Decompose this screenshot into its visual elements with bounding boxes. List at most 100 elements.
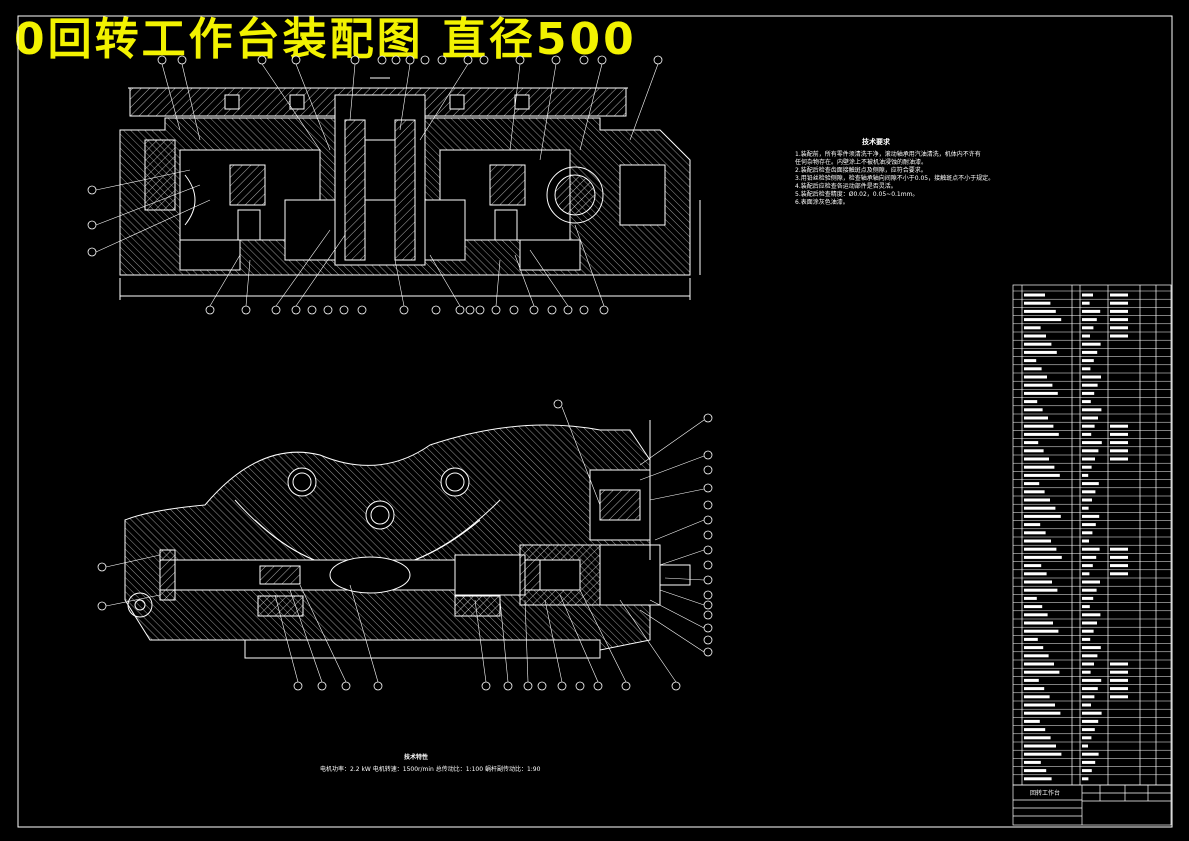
parts-list-cell-text <box>1082 605 1090 609</box>
parts-list-cell-text <box>1024 293 1045 297</box>
parts-list-cell-text <box>1082 359 1094 363</box>
parts-list-cell-text <box>1082 367 1091 371</box>
parts-list-cell-text <box>1024 736 1051 740</box>
parts-list-cell-text <box>1024 531 1046 535</box>
parts-list-cell-text <box>1082 523 1096 527</box>
parts-list-cell-text <box>1110 293 1128 297</box>
parts-list-cell-text <box>1082 432 1092 436</box>
parts-list-cell-text <box>1024 473 1060 477</box>
parts-list-cell-text <box>1024 424 1054 428</box>
parts-list-cell-text <box>1024 309 1056 313</box>
parts-list-cell-text <box>1082 342 1101 346</box>
parts-list-cell-text <box>1024 670 1060 674</box>
leader-lines-top <box>95 63 659 307</box>
parts-list-cell-text <box>1110 424 1128 428</box>
parts-list-cell-text <box>1082 309 1101 313</box>
parts-list-cell-text <box>1024 523 1041 527</box>
parts-list-cell-marks <box>1024 293 1128 781</box>
parts-list-cell-text <box>1024 580 1052 584</box>
parts-list-cell-text <box>1082 391 1095 395</box>
parts-list-cell-text <box>1024 605 1043 609</box>
parts-list-cell-text <box>1082 744 1088 748</box>
parts-list-cell-text <box>1082 637 1091 641</box>
parts-list-cell-text <box>1110 318 1128 322</box>
parts-list-cell-text <box>1024 432 1059 436</box>
parts-list-cell-text <box>1082 678 1102 682</box>
parts-list-cell-text <box>1110 449 1128 453</box>
parts-list-cell-text <box>1082 736 1092 740</box>
parts-list-cell-text <box>1024 711 1061 715</box>
parts-list-cell-text <box>1082 293 1093 297</box>
parts-list-cell-text <box>1024 359 1037 363</box>
parts-list-cell-text <box>1024 596 1037 600</box>
bottom-note: 电机功率：2.2 kW 电机转速：1500r/min 总传动比：1:100 蜗杆… <box>320 766 541 773</box>
parts-list-cell-text <box>1110 670 1128 674</box>
parts-list-cell-text <box>1082 760 1096 764</box>
parts-list-cell-text <box>1110 301 1128 305</box>
parts-list-cell-text <box>1024 621 1053 625</box>
parts-list-cell-text <box>1024 646 1044 650</box>
parts-list-cell-text <box>1110 547 1128 551</box>
technical-note-line: 2.装配后检查齿面接触斑点及侧隙，应符合要求。 <box>795 167 927 174</box>
parts-list-cell-text <box>1024 326 1041 330</box>
parts-list-cell-text <box>1024 678 1039 682</box>
parts-list-cell-text <box>1024 334 1046 338</box>
parts-list-cell-text <box>1024 539 1051 543</box>
parts-list-cell-text <box>1082 441 1102 445</box>
parts-list-cell-text <box>1082 752 1099 756</box>
parts-list-cell-text <box>1110 309 1128 313</box>
parts-list-cell-text <box>1024 613 1048 617</box>
parts-list-cell-text <box>1082 613 1101 617</box>
parts-list-cell-text <box>1024 498 1050 502</box>
parts-list-cell-text <box>1110 441 1128 445</box>
parts-list-cell-text <box>1024 769 1047 773</box>
parts-list-cell-text <box>1110 572 1128 576</box>
parts-list-cell-text <box>1082 662 1094 666</box>
parts-list-cell-text <box>1082 670 1091 674</box>
parts-list-cell-text <box>1082 629 1094 633</box>
parts-list-cell-text <box>1024 375 1047 379</box>
parts-list-cell-text <box>1024 564 1042 568</box>
part-callouts-top <box>87 55 663 315</box>
parts-list-rows <box>1013 290 1171 776</box>
parts-list-cell-text <box>1024 408 1043 412</box>
parts-list-cell-text <box>1024 629 1059 633</box>
parts-list-cell-text <box>1024 490 1045 494</box>
parts-list-cell-text <box>1024 391 1058 395</box>
parts-list-cell-text <box>1024 465 1055 469</box>
parts-list-cell-text <box>1024 514 1061 518</box>
parts-list-cell-text <box>1082 547 1100 551</box>
parts-list-cell-text <box>1082 408 1102 412</box>
parts-list-cell-text <box>1110 564 1128 568</box>
technical-note-line: 6.表面涂灰色油漆。 <box>795 199 849 206</box>
title-block <box>1012 784 1172 826</box>
parts-list-table <box>1012 284 1172 786</box>
parts-list-cell-text <box>1082 564 1093 568</box>
parts-list-cell-text <box>1024 350 1057 354</box>
parts-list-cell-text <box>1024 728 1046 732</box>
parts-list-cell-text <box>1082 621 1097 625</box>
parts-list-cell-text <box>1024 383 1053 387</box>
parts-list-cell-text <box>1024 400 1038 404</box>
parts-list-cell-text <box>1024 695 1050 699</box>
parts-list-cell-text <box>1082 777 1089 781</box>
parts-list-cell-text <box>1082 769 1092 773</box>
parts-list-cell-text <box>1082 449 1099 453</box>
parts-list-cell-text <box>1024 547 1057 551</box>
drawing-title: 0回转工作台装配图 直径500 <box>14 14 637 65</box>
parts-list-cell-text <box>1024 662 1054 666</box>
parts-list-cell-text <box>1082 318 1097 322</box>
parts-list-cell-text <box>1110 326 1128 330</box>
section-view-top <box>119 77 701 300</box>
parts-list-cell-text <box>1082 301 1090 305</box>
parts-list-cell-text <box>1082 711 1102 715</box>
parts-list-cell-text <box>1082 350 1098 354</box>
parts-list-cell-text <box>1024 687 1045 691</box>
parts-list-cell-text <box>1082 506 1089 510</box>
parts-list-cell-text <box>1024 752 1062 756</box>
technical-note-line: 3.用铅丝检验侧隙，检查轴承轴向间隙不小于0.05，接触斑点不小于规定。 <box>795 175 995 182</box>
parts-list-cell-text <box>1024 482 1040 486</box>
part-callouts-bottom <box>97 399 713 691</box>
technical-notes-title: 技术要求 <box>862 138 890 146</box>
parts-list-cell-text <box>1024 301 1051 305</box>
